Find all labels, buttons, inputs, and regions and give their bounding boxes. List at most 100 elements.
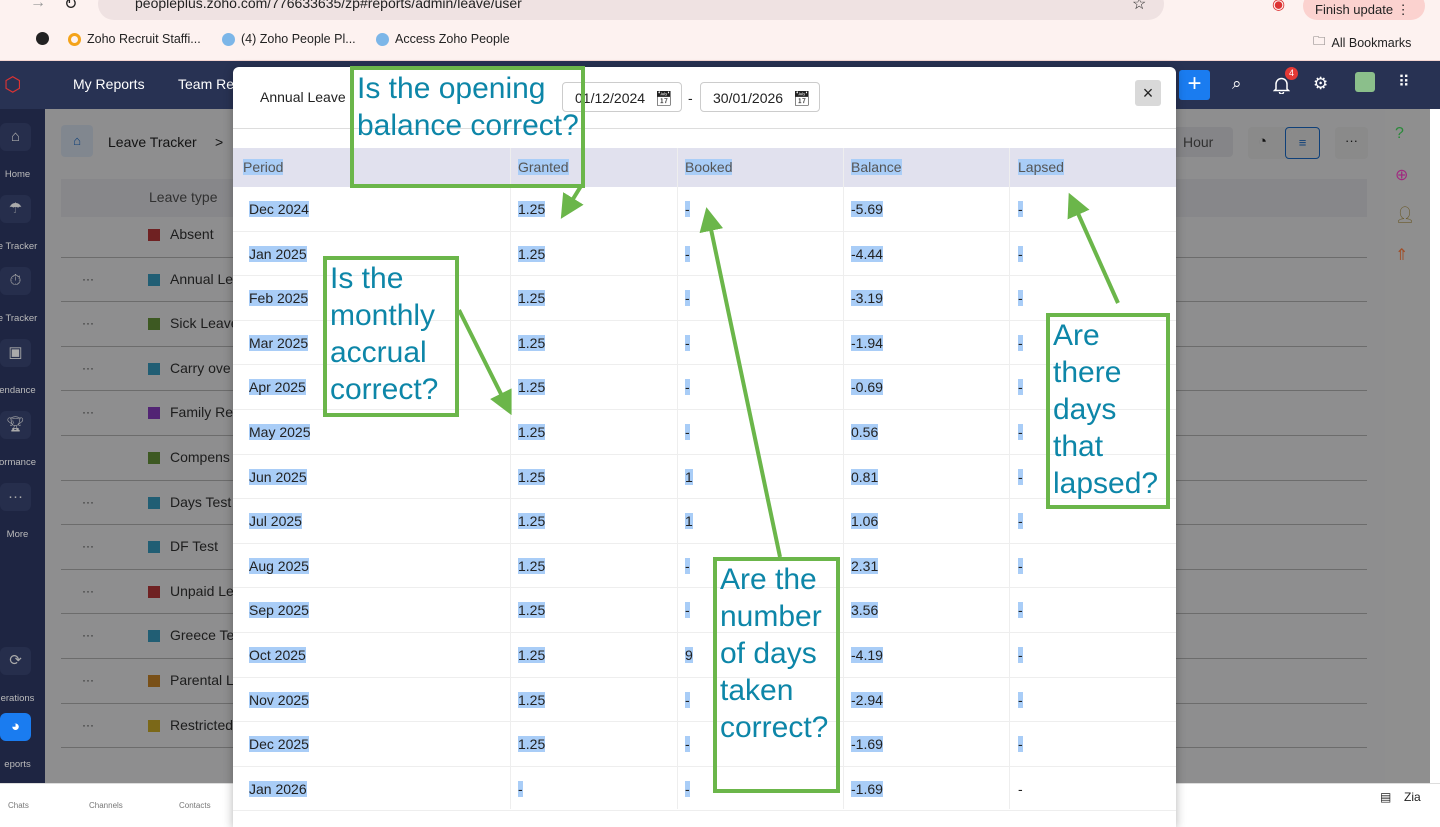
breadcrumb-leave-tracker[interactable]: Leave Tracker: [108, 134, 197, 150]
bookmark-1[interactable]: Zoho Recruit Staffi...: [68, 32, 201, 46]
leave-color-swatch: [148, 318, 160, 331]
column-divider: [677, 148, 678, 809]
row-more-icon[interactable]: ···: [82, 494, 94, 509]
sidebar-icon-4[interactable]: 🏆︎: [0, 411, 31, 439]
sidebar-item-label[interactable]: eports: [4, 759, 31, 770]
bookmark-3[interactable]: Access Zoho People: [376, 32, 510, 46]
column-divider: [843, 148, 844, 809]
cell-period: Jul 2025: [249, 513, 302, 530]
row-more-icon[interactable]: ···: [82, 673, 94, 687]
rocket-icon[interactable]: ⇑: [1395, 247, 1409, 264]
hour-button[interactable]: Hour: [1165, 127, 1233, 157]
leave-type-name: Carry ove: [170, 359, 231, 376]
column-header-booked[interactable]: Booked: [685, 159, 733, 175]
all-bookmarks[interactable]: 🗀All Bookmarks: [1313, 32, 1411, 53]
annotation-opening-balance: Is the opening balance correct?: [350, 66, 585, 188]
cell-granted: 1.25: [518, 290, 546, 307]
chats-button[interactable]: Chats: [8, 801, 29, 810]
cell-booked: -: [685, 557, 690, 574]
row-more-icon[interactable]: ···: [82, 271, 94, 286]
sidebar-item-label[interactable]: e Tracker: [0, 241, 38, 252]
chart-view-icon[interactable]: ◔: [1258, 133, 1268, 150]
sidebar-item-label[interactable]: erations: [0, 693, 35, 704]
cell-lapsed: -: [1018, 334, 1023, 351]
leave-color-swatch: [148, 719, 160, 732]
address-bar[interactable]: [98, 0, 1164, 20]
avatar[interactable]: [1355, 72, 1375, 92]
annotation-text: Are the number of days taken correct?: [720, 563, 829, 744]
sidebar-icon-5[interactable]: ···: [0, 483, 31, 511]
date-from-input[interactable]: 01/12/2024 📅︎: [562, 82, 682, 112]
finish-update-button[interactable]: Finish update ⋮: [1303, 0, 1425, 20]
column-header-period[interactable]: Period: [243, 159, 284, 175]
leave-type-header[interactable]: Leave type: [149, 189, 218, 205]
view-toggle: [1248, 127, 1320, 159]
row-more-icon[interactable]: ···: [82, 717, 94, 732]
reload-icon[interactable]: ↻: [64, 0, 78, 13]
url-text[interactable]: peopleplus.zoho.com/776633635/zp#reports…: [135, 0, 522, 11]
sidebar-item-label[interactable]: endance: [0, 385, 36, 396]
sidebar-icon-2[interactable]: ⏱: [0, 267, 31, 295]
leave-type-name: Sick Leave: [170, 315, 239, 332]
leave-color-swatch: [148, 630, 160, 643]
cell-lapsed: -: [1018, 379, 1023, 396]
sidebar-icon-6[interactable]: ⟳: [0, 647, 31, 675]
bookmark-2[interactable]: (4) Zoho People Pl...: [222, 32, 356, 46]
search-icon[interactable]: ⌕: [1232, 74, 1242, 93]
star-icon[interactable]: ☆: [1132, 0, 1147, 13]
leave-color-swatch: [148, 407, 160, 420]
row-more-icon[interactable]: ···: [82, 316, 94, 331]
cell-balance: -0.69: [851, 379, 883, 396]
notes-icon[interactable]: ▤: [1380, 790, 1392, 804]
sidebar-icon-1[interactable]: ☂: [0, 195, 31, 223]
cell-granted: 1.25: [518, 245, 546, 262]
sidebar-icon-7[interactable]: ◕: [0, 713, 31, 741]
calendar-icon[interactable]: 📅︎: [654, 90, 673, 106]
date-to-input[interactable]: 30/01/2026 📅︎: [700, 82, 820, 112]
sidebar-item-label[interactable]: e Tracker: [0, 313, 38, 324]
row-more-icon[interactable]: ···: [82, 360, 94, 375]
row-more-icon[interactable]: ···: [82, 405, 94, 420]
sidebar-icon-0[interactable]: ⌂: [0, 123, 31, 151]
sidebar-icon-3[interactable]: ▣: [0, 339, 31, 367]
contacts-button[interactable]: Contacts: [179, 801, 211, 810]
cell-balance: -3.19: [851, 290, 883, 307]
cell-balance: 3.56: [851, 602, 879, 619]
sidebar-item-label[interactable]: Home: [4, 169, 31, 180]
user-edit-icon[interactable]: 👤︎: [1395, 207, 1416, 224]
cell-balance: -1.69: [851, 736, 883, 753]
help-chat-icon[interactable]: ?: [1395, 125, 1404, 142]
forward-icon[interactable]: →: [30, 0, 46, 11]
column-header-lapsed[interactable]: Lapsed: [1018, 159, 1064, 175]
profile-icon[interactable]: ◉: [1272, 0, 1286, 13]
date-from-value: 01/12/2024: [575, 90, 646, 106]
tab-my-reports[interactable]: My Reports: [73, 76, 145, 92]
cell-booked: 1: [685, 513, 693, 530]
tab-team-reports[interactable]: Team Re: [178, 76, 235, 92]
column-header-balance[interactable]: Balance: [851, 159, 902, 175]
sidebar-item-label[interactable]: More: [6, 529, 29, 540]
zia-icon[interactable]: Zia: [1404, 790, 1421, 804]
more-options-button[interactable]: ···: [1335, 127, 1368, 159]
row-more-icon[interactable]: ···: [82, 583, 94, 598]
modal-divider: [233, 128, 1176, 129]
row-more-icon[interactable]: ···: [82, 539, 94, 554]
apps-grid-icon[interactable]: ⠿: [1398, 74, 1410, 91]
row-more-icon[interactable]: ···: [82, 628, 94, 643]
home-button[interactable]: ⌂: [61, 125, 93, 157]
annotation-text: Are there days that lapsed?: [1053, 319, 1159, 500]
column-header-granted[interactable]: Granted: [518, 159, 569, 175]
cell-lapsed: -: [1018, 557, 1023, 574]
column-divider: [1009, 148, 1010, 809]
calendar-icon[interactable]: 📅︎: [792, 90, 811, 106]
bell-icon[interactable]: [1273, 76, 1290, 94]
gear-icon[interactable]: ⚙: [1313, 74, 1329, 93]
channels-button[interactable]: Channels: [89, 801, 123, 810]
sidebar-item-label[interactable]: ormance: [0, 457, 36, 468]
close-button[interactable]: ×: [1135, 80, 1161, 106]
bookmark-globe[interactable]: [36, 32, 49, 45]
date-to-value: 30/01/2026: [713, 90, 784, 106]
list-view-icon[interactable]: ≡: [1285, 127, 1320, 159]
add-item-icon[interactable]: ⊕: [1395, 167, 1409, 184]
add-button[interactable]: +: [1179, 70, 1210, 100]
